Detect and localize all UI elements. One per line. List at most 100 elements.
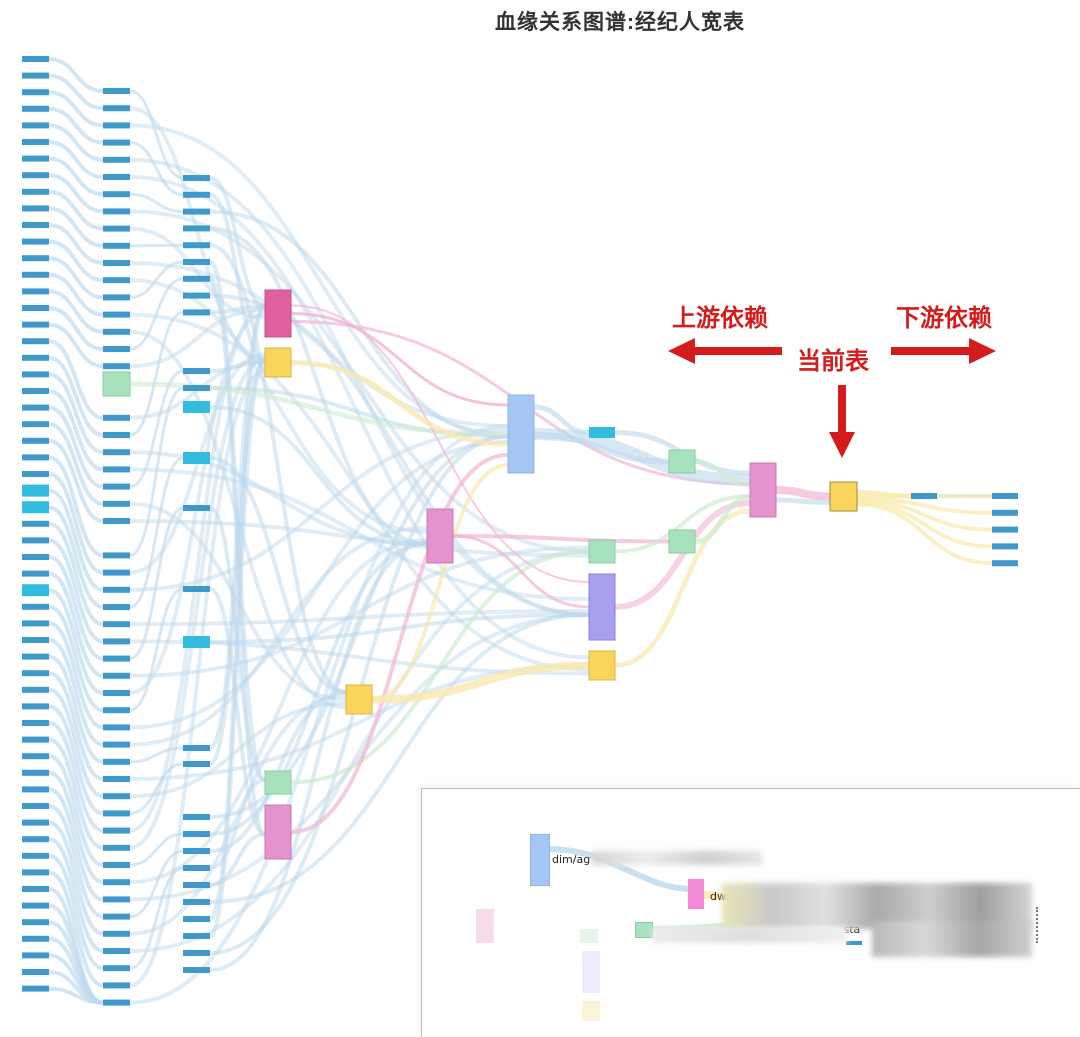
table-node[interactable] [183,191,210,198]
table-node[interactable] [183,175,210,181]
table-node[interactable] [103,208,130,215]
source-table-node[interactable] [22,869,49,876]
table-node[interactable] [103,793,130,800]
table-node[interactable] [183,814,210,820]
source-table-node[interactable] [22,670,49,677]
source-table-node[interactable] [22,255,49,262]
yellow-table-node[interactable] [588,650,616,681]
table-node[interactable] [183,831,210,837]
downstream-table-node[interactable] [992,493,1018,499]
source-table-node[interactable] [22,89,49,96]
table-node[interactable] [103,741,130,748]
source-table-node[interactable] [22,188,49,195]
source-table-node[interactable] [22,388,49,394]
downstream-table-node[interactable] [992,526,1018,533]
table-node-cyan[interactable] [183,452,210,464]
source-table-node[interactable] [22,56,49,62]
source-table-node[interactable] [22,437,49,444]
source-table-node[interactable] [22,803,49,809]
source-table-node[interactable] [22,703,49,710]
source-table-node[interactable] [22,105,49,112]
table-node[interactable] [103,655,130,662]
green-table-node[interactable] [588,539,616,564]
table-node[interactable] [103,191,130,198]
table-node[interactable] [103,139,130,146]
downstream-table-node[interactable] [992,543,1018,550]
downstream-table-node[interactable] [911,493,937,499]
table-node[interactable] [103,346,130,352]
table-node[interactable] [103,88,130,94]
table-node[interactable] [183,848,210,854]
source-table-node[interactable] [22,520,49,527]
green-table-node[interactable] [102,371,131,397]
source-table-node[interactable] [22,753,49,760]
table-node[interactable] [103,225,130,232]
table-node[interactable] [103,724,130,731]
green-table-node[interactable] [264,770,292,795]
table-node[interactable] [183,967,210,973]
source-table-node[interactable] [22,501,49,514]
table-node[interactable] [183,745,210,751]
source-table-node[interactable] [22,371,49,378]
source-table-node[interactable] [22,205,49,212]
source-table-node[interactable] [22,155,49,162]
table-node[interactable] [103,707,130,714]
downstream-table-node[interactable] [992,560,1018,567]
table-node[interactable] [183,309,210,316]
table-node[interactable] [183,916,210,922]
table-node[interactable] [183,275,210,282]
table-node[interactable] [183,242,210,249]
table-node[interactable] [103,844,130,851]
table-node[interactable] [103,862,130,868]
table-node[interactable] [103,690,130,696]
table-node[interactable] [103,466,130,473]
table-node-cyan[interactable] [589,427,615,438]
table-node[interactable] [103,604,130,610]
table-node[interactable] [103,242,130,249]
table-node[interactable] [103,414,130,421]
source-table-node[interactable] [22,222,49,228]
source-table-node[interactable] [22,554,49,560]
table-node[interactable] [183,882,210,888]
source-table-node[interactable] [22,305,49,311]
source-table-node[interactable] [22,620,49,627]
table-node[interactable] [103,948,130,954]
table-node[interactable] [103,156,130,163]
table-node[interactable] [103,328,130,335]
table-node[interactable] [103,105,130,112]
table-node[interactable] [103,913,130,920]
source-table-node[interactable] [22,935,49,942]
table-node[interactable] [103,965,130,972]
source-table-node[interactable] [22,952,49,959]
source-table-node[interactable] [22,484,49,497]
table-node[interactable] [183,950,210,956]
table-node[interactable] [183,259,210,265]
current-table-node[interactable] [829,481,858,512]
table-node[interactable] [103,776,130,782]
table-node[interactable] [103,483,130,490]
pink-table-node[interactable] [426,508,454,564]
source-table-node[interactable] [22,786,49,793]
source-table-node[interactable] [22,172,49,179]
source-table-node[interactable] [22,603,49,610]
table-node[interactable] [183,899,210,905]
source-table-node[interactable] [22,537,49,544]
source-table-node[interactable] [22,288,49,295]
source-table-node[interactable] [22,584,49,597]
table-node[interactable] [103,174,130,180]
zoomed-inset-panel[interactable]: dim/ag dws/a _sta [421,788,1080,1037]
table-node[interactable] [103,294,130,301]
source-table-node[interactable] [22,139,49,145]
table-node[interactable] [103,879,130,886]
source-table-node[interactable] [22,686,49,693]
table-node[interactable] [103,930,130,937]
table-node[interactable] [103,810,130,817]
table-node[interactable] [183,225,210,232]
table-node[interactable] [103,311,130,318]
table-node[interactable] [103,569,130,576]
source-table-node[interactable] [22,919,49,926]
table-node[interactable] [183,208,210,215]
source-table-node[interactable] [22,637,49,643]
source-table-node[interactable] [22,902,49,909]
table-node[interactable] [103,260,130,266]
